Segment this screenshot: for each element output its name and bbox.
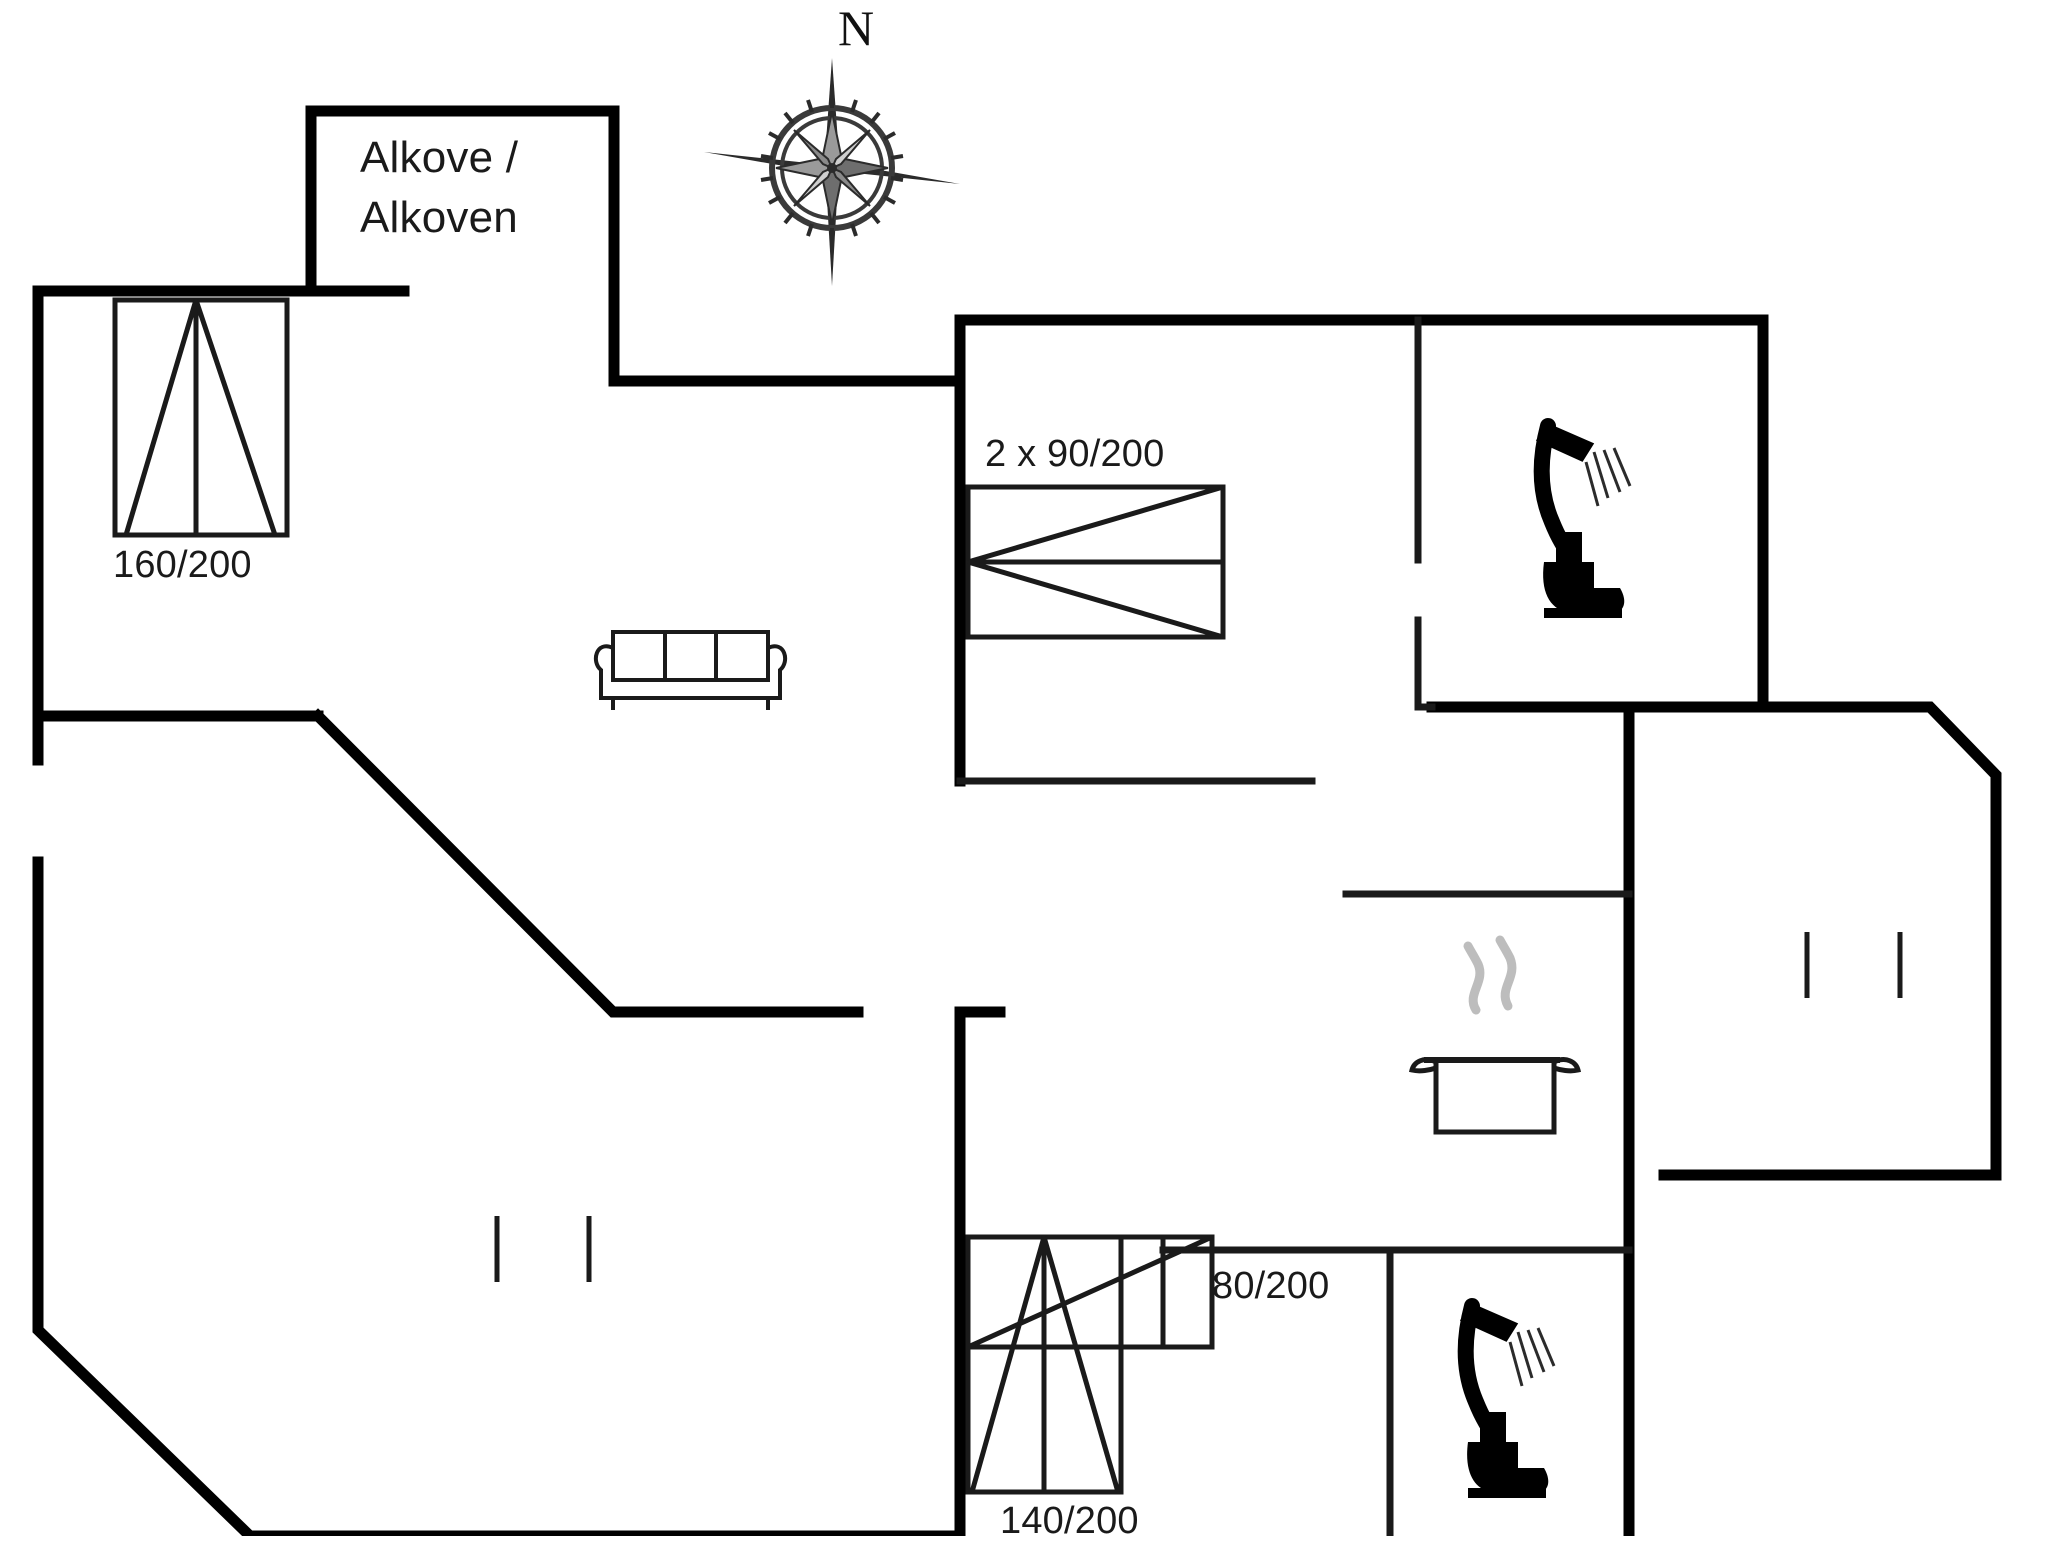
bathroom-north-fixtures	[1533, 418, 1632, 618]
dimension-label-bed-alkove: 160/200	[113, 544, 252, 586]
wall-living-diagonal	[310, 708, 864, 1018]
dimension-label-bed-double-north: 2 x 90/200	[985, 433, 1165, 475]
pot-handle-right	[1552, 1057, 1582, 1074]
wall-terrace-east	[1658, 701, 2002, 1181]
pot-body	[1433, 1057, 1557, 1135]
toilet-bowl	[1543, 562, 1625, 612]
toilet-bowl	[1467, 1442, 1549, 1492]
bed-2x90-200	[965, 484, 1226, 640]
door-opening-ticks	[494, 932, 1903, 1282]
bed-90-diag-upper	[967, 484, 1224, 565]
cooking-pot-icon	[1408, 935, 1582, 1135]
toilet-cistern	[1480, 1412, 1506, 1442]
toilet-base	[1468, 1488, 1546, 1498]
exterior-walls	[32, 105, 2002, 1536]
wall-alkove-top	[305, 105, 966, 387]
pot-steam	[1463, 935, 1517, 1015]
interior-walls	[956, 316, 1633, 1536]
compass-center	[827, 163, 837, 173]
shower-spray	[1584, 447, 1632, 507]
bed-160-fold-right	[193, 299, 278, 536]
bed-140-fold-left	[969, 1236, 1047, 1493]
shower-head	[1459, 1302, 1519, 1342]
sofa-seat	[611, 630, 770, 682]
sofa-icon	[593, 630, 788, 710]
dimension-label-bed-main-south: 140/200	[1000, 1500, 1139, 1542]
sofa-arms-and-base	[593, 644, 788, 700]
bed-140-fold-right	[1041, 1236, 1121, 1493]
bed-160-fold-left	[123, 299, 199, 536]
shower-icon	[1533, 418, 1632, 566]
bathroom-south-fixtures	[1457, 1298, 1556, 1498]
toilet-icon	[1467, 1412, 1549, 1498]
bed-90-upper-half	[965, 484, 1226, 565]
compass-teeth	[760, 96, 904, 240]
dimension-label-bed-bunk: 80/200	[1212, 1265, 1330, 1307]
bed-160-200	[112, 297, 290, 538]
compass-rose-icon	[704, 58, 960, 286]
pot-handle-left	[1408, 1057, 1438, 1074]
shower-spray	[1508, 1327, 1556, 1387]
room-label-alkove-line1: Alkove /	[360, 133, 519, 182]
shower-icon	[1457, 1298, 1556, 1446]
room-label-alkove-line2: Alkoven	[360, 193, 518, 242]
bed-90-diag-lower	[967, 559, 1224, 640]
toilet-base	[1544, 608, 1622, 618]
bed-80-diag	[966, 1234, 1214, 1350]
wall-sw-outer	[32, 856, 258, 1536]
bed-80-200	[965, 1234, 1215, 1350]
compass-north-label: N	[838, 0, 875, 56]
bed-160-outline	[112, 297, 290, 538]
toilet-cistern	[1556, 532, 1582, 562]
toilet-icon	[1543, 532, 1625, 618]
shower-head	[1535, 422, 1595, 462]
bed-140-200	[965, 1234, 1124, 1495]
